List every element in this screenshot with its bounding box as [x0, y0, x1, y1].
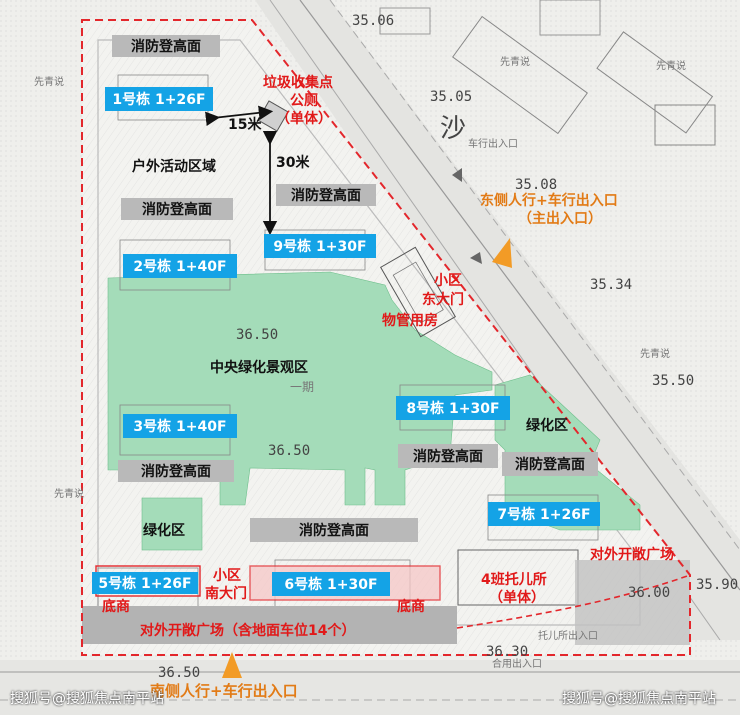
east-road	[255, 0, 740, 640]
elevation-label: 35.06	[352, 13, 395, 29]
green-east-label: 绿化区	[526, 418, 568, 434]
east-gate-label-1: 小区	[434, 273, 462, 289]
east-entrance-label: 东侧人行+车行出入口	[480, 193, 618, 209]
east-gate-label-2: 东大门	[422, 292, 464, 308]
watermark-right: 搜狐号@搜狐焦点南平站	[562, 691, 716, 707]
road-label: 先青说	[54, 489, 84, 500]
kindergarten-entry-label: 托儿所出入口	[538, 631, 598, 642]
elevation-label: 35.90	[696, 577, 739, 593]
building-8-label: 8号栋 1+30F	[396, 396, 510, 420]
distance-30m: 30米	[276, 155, 310, 171]
toilet-single-label: （单体）	[276, 111, 332, 127]
garbage-label: 垃圾收集点	[263, 75, 333, 91]
building-9-label: 9号栋 1+30F	[264, 234, 376, 258]
elevation-label: 35.50	[652, 373, 695, 389]
road-label: 先青说	[500, 57, 530, 68]
distance-15m: 15米	[228, 117, 262, 133]
fire-area-5: 消防登高面	[398, 444, 498, 468]
plaza-east	[575, 560, 690, 645]
road-label: 先青说	[656, 61, 686, 72]
east-entrance-main-label: （主出入口）	[518, 211, 602, 227]
road-label: 先青说	[640, 349, 670, 360]
toilet-label: 公厕	[290, 93, 318, 109]
shop-label-left: 底商	[102, 599, 130, 615]
fire-area-7: 消防登高面	[250, 518, 418, 542]
south-gate-label-2: 南大门	[205, 586, 247, 602]
elevation-label: 35.05	[430, 89, 473, 105]
elevation-label: 35.34	[590, 277, 633, 293]
elevation-label: 35.08	[515, 177, 558, 193]
building-1-label: 1号栋 1+26F	[105, 87, 213, 111]
plaza-east-label: 对外开敞广场	[590, 547, 674, 563]
elevation-label: 36.00	[628, 585, 671, 601]
watermark-left: 搜狐号@搜狐焦点南平站	[10, 691, 164, 707]
phase-label: 一期	[290, 380, 315, 394]
entrance-arrow-icon	[222, 652, 242, 678]
combined-entry-label: 合用出入口	[492, 659, 542, 670]
elevation-label: 36.50	[158, 665, 201, 681]
elevation-label: 36.50	[236, 327, 279, 343]
kindergarten-label: 4班托儿所	[481, 572, 547, 588]
fire-area-3: 消防登高面	[121, 198, 233, 220]
kindergarten-single-label: （单体）	[489, 590, 545, 606]
shop-label-right: 底商	[397, 599, 425, 615]
south-gate-label-1: 小区	[213, 568, 241, 584]
car-entry-label: 车行出入口	[468, 139, 518, 150]
outdoor-zone-label: 户外活动区域	[132, 159, 216, 175]
building-5-label: 5号栋 1+26F	[92, 572, 198, 594]
elevation-label: 36.50	[268, 443, 311, 459]
building-7-label: 7号栋 1+26F	[488, 502, 600, 526]
green-west	[141, 497, 203, 551]
property-building	[379, 246, 457, 338]
entrance-arrow-icon	[492, 238, 512, 268]
south-entrance-label: 南侧人行+车行出入口	[150, 682, 298, 700]
fire-area-6: 消防登高面	[502, 452, 598, 476]
building-6-label: 6号栋 1+30F	[272, 572, 390, 596]
fire-area-2: 消防登高面	[276, 184, 376, 206]
green-west-label: 绿化区	[143, 523, 185, 539]
road-label: 先青说	[34, 77, 64, 88]
river-label: 沙	[440, 114, 467, 144]
road-centerline	[299, 0, 740, 591]
property-label: 物管用房	[382, 313, 438, 329]
building-2-label: 2号栋 1+40F	[123, 254, 237, 278]
building-3-label: 3号栋 1+40F	[123, 414, 237, 438]
south-road	[0, 660, 740, 715]
double-arrow-icon	[205, 105, 274, 126]
fire-area-1: 消防登高面	[112, 35, 220, 57]
elevation-label: 36.30	[486, 644, 529, 660]
fire-area-4: 消防登高面	[118, 460, 234, 482]
central-green-label: 中央绿化景观区	[210, 360, 308, 376]
plaza-south	[82, 606, 457, 644]
plaza-south-label: 对外开敞广场（含地面车位14个）	[140, 623, 356, 639]
site-boundary	[81, 19, 691, 656]
